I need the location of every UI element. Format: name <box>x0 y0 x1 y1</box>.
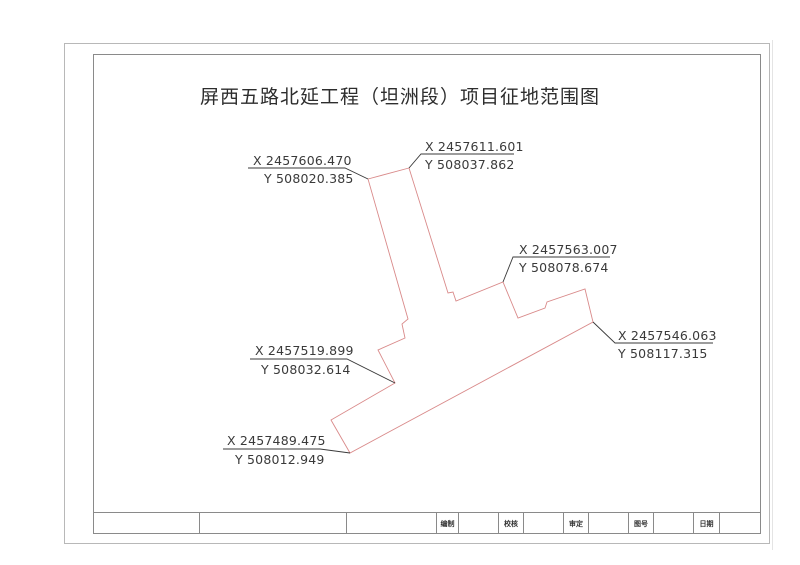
leader-p6 <box>223 448 351 454</box>
coord-label-p4-x: X 2457546.063 <box>618 328 717 343</box>
leader-p1 <box>248 167 369 180</box>
land-boundary-polygon <box>330 167 594 454</box>
coord-label-p4-y: Y 508117.315 <box>618 346 708 361</box>
coord-label-p2-y: Y 508037.862 <box>425 157 515 172</box>
coord-label-p1-x: X 2457606.470 <box>253 153 352 168</box>
title-block-label-cell: 编制 <box>437 513 459 534</box>
title-block-empty-cell <box>93 513 200 534</box>
leader-p4 <box>592 321 713 344</box>
drawing-title: 屏西五路北延工程（坦洲段）项目征地范围图 <box>199 86 600 108</box>
leader-p3 <box>502 256 610 283</box>
title-block-empty-cell <box>524 513 564 534</box>
coord-label-p2-x: X 2457611.601 <box>425 139 524 154</box>
coord-label-p6-x: X 2457489.475 <box>227 433 326 448</box>
title-block: 编制 校核 审定 图号 日期 <box>93 512 761 534</box>
title-block-label-cell: 校核 <box>499 513 524 534</box>
coord-label-p5-x: X 2457519.899 <box>255 343 354 358</box>
leader-p5 <box>250 358 396 384</box>
title-block-empty-cell <box>347 513 437 534</box>
coord-label-p5-y: Y 508032.614 <box>261 362 351 377</box>
coord-label-p3-y: Y 508078.674 <box>519 260 609 275</box>
title-block-empty-cell <box>589 513 629 534</box>
coord-label-p1-y: Y 508020.385 <box>264 171 354 186</box>
title-block-empty-cell <box>459 513 499 534</box>
outer-frame <box>64 43 770 544</box>
title-block-label-cell: 图号 <box>629 513 654 534</box>
title-block-label-cell: 日期 <box>694 513 720 534</box>
coord-label-p6-y: Y 508012.949 <box>235 452 325 467</box>
scan-edge-line <box>772 40 773 550</box>
inner-frame <box>93 54 761 534</box>
title-block-empty-cell <box>200 513 347 534</box>
leader-lines <box>223 153 713 454</box>
title-block-empty-cell <box>720 513 761 534</box>
leader-p2 <box>408 153 514 169</box>
title-block-empty-cell <box>654 513 694 534</box>
coord-label-p3-x: X 2457563.007 <box>519 242 618 257</box>
title-block-label-cell: 审定 <box>564 513 589 534</box>
